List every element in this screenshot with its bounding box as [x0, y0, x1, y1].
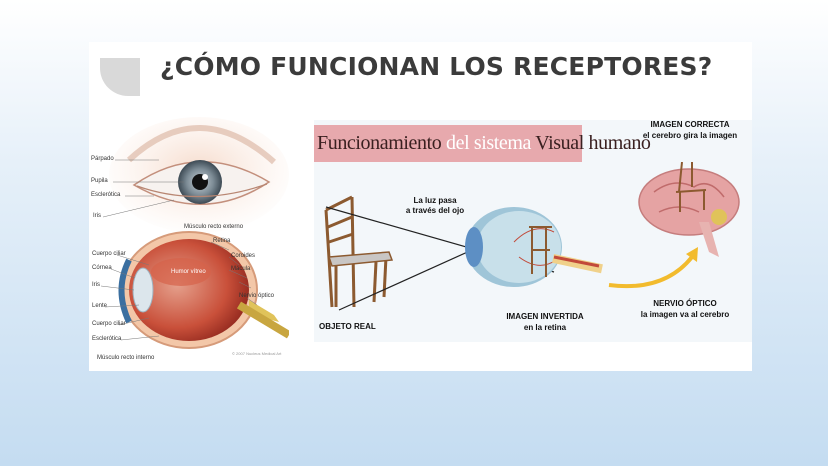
eye-anatomy-drawing [100, 117, 289, 349]
caption-objeto-real: OBJETO REAL [319, 322, 376, 331]
banner-part-1: Funcionamiento [317, 132, 442, 154]
banner-part-2: del sistema [446, 132, 532, 154]
label-iris-top: Iris [93, 213, 101, 219]
diagram-drawing [324, 162, 740, 311]
banner-part-3: Visual humano [535, 132, 651, 154]
chair-drawing [324, 195, 388, 308]
label-cornea: Córnea [92, 265, 112, 271]
eye-anatomy-figure: Párpado Pupila Esclerótica Iris Músculo … [89, 100, 289, 371]
caption-cerebro-gira: el cerebro gira la imagen [642, 131, 738, 140]
diagram-banner: Funcionamiento del sistema Visual humano [314, 125, 651, 162]
label-musculo-interno: Músculo recto interno [97, 355, 155, 361]
caption-nervio-optico: NERVIO ÓPTICO [653, 299, 717, 308]
label-lente: Lente [92, 303, 108, 309]
label-humor-vitreo: Humor vítreo [171, 269, 206, 275]
caption-imagen-correcta: IMAGEN CORRECTA [650, 120, 730, 129]
caption-luz-line2: a través del ojo [405, 206, 465, 215]
label-coroides: Coroides [231, 253, 256, 259]
label-cuerpo-ciliar-1: Cuerpo ciliar [92, 251, 126, 257]
corner-decoration [100, 58, 140, 96]
label-macula: Mácula [231, 266, 251, 272]
label-esclerotica-bottom: Esclerótica [92, 336, 122, 342]
caption-imagen-va-cerebro: la imagen va al cerebro [640, 310, 730, 319]
label-pupila: Pupila [91, 178, 108, 184]
caption-en-la-retina: en la retina [523, 323, 567, 332]
copyright-note: © 2007 Nucleus Medical Art [232, 351, 282, 356]
label-parpado: Párpado [91, 156, 114, 162]
caption-luz-line1: La luz pasa [413, 196, 457, 205]
label-retina: Retina [213, 238, 231, 244]
label-iris-bottom: Iris [92, 282, 100, 288]
label-nervio-optico: Nervio óptico [239, 293, 275, 299]
slide-title: ¿CÓMO FUNCIONAN LOS RECEPTORES? [160, 52, 713, 81]
label-esclerotica-top: Esclerótica [91, 192, 121, 198]
caption-imagen-invertida: IMAGEN INVERTIDA [506, 312, 584, 321]
label-musculo-externo: Músculo recto externo [184, 224, 244, 230]
label-cuerpo-ciliar-2: Cuerpo ciliar [92, 321, 126, 327]
